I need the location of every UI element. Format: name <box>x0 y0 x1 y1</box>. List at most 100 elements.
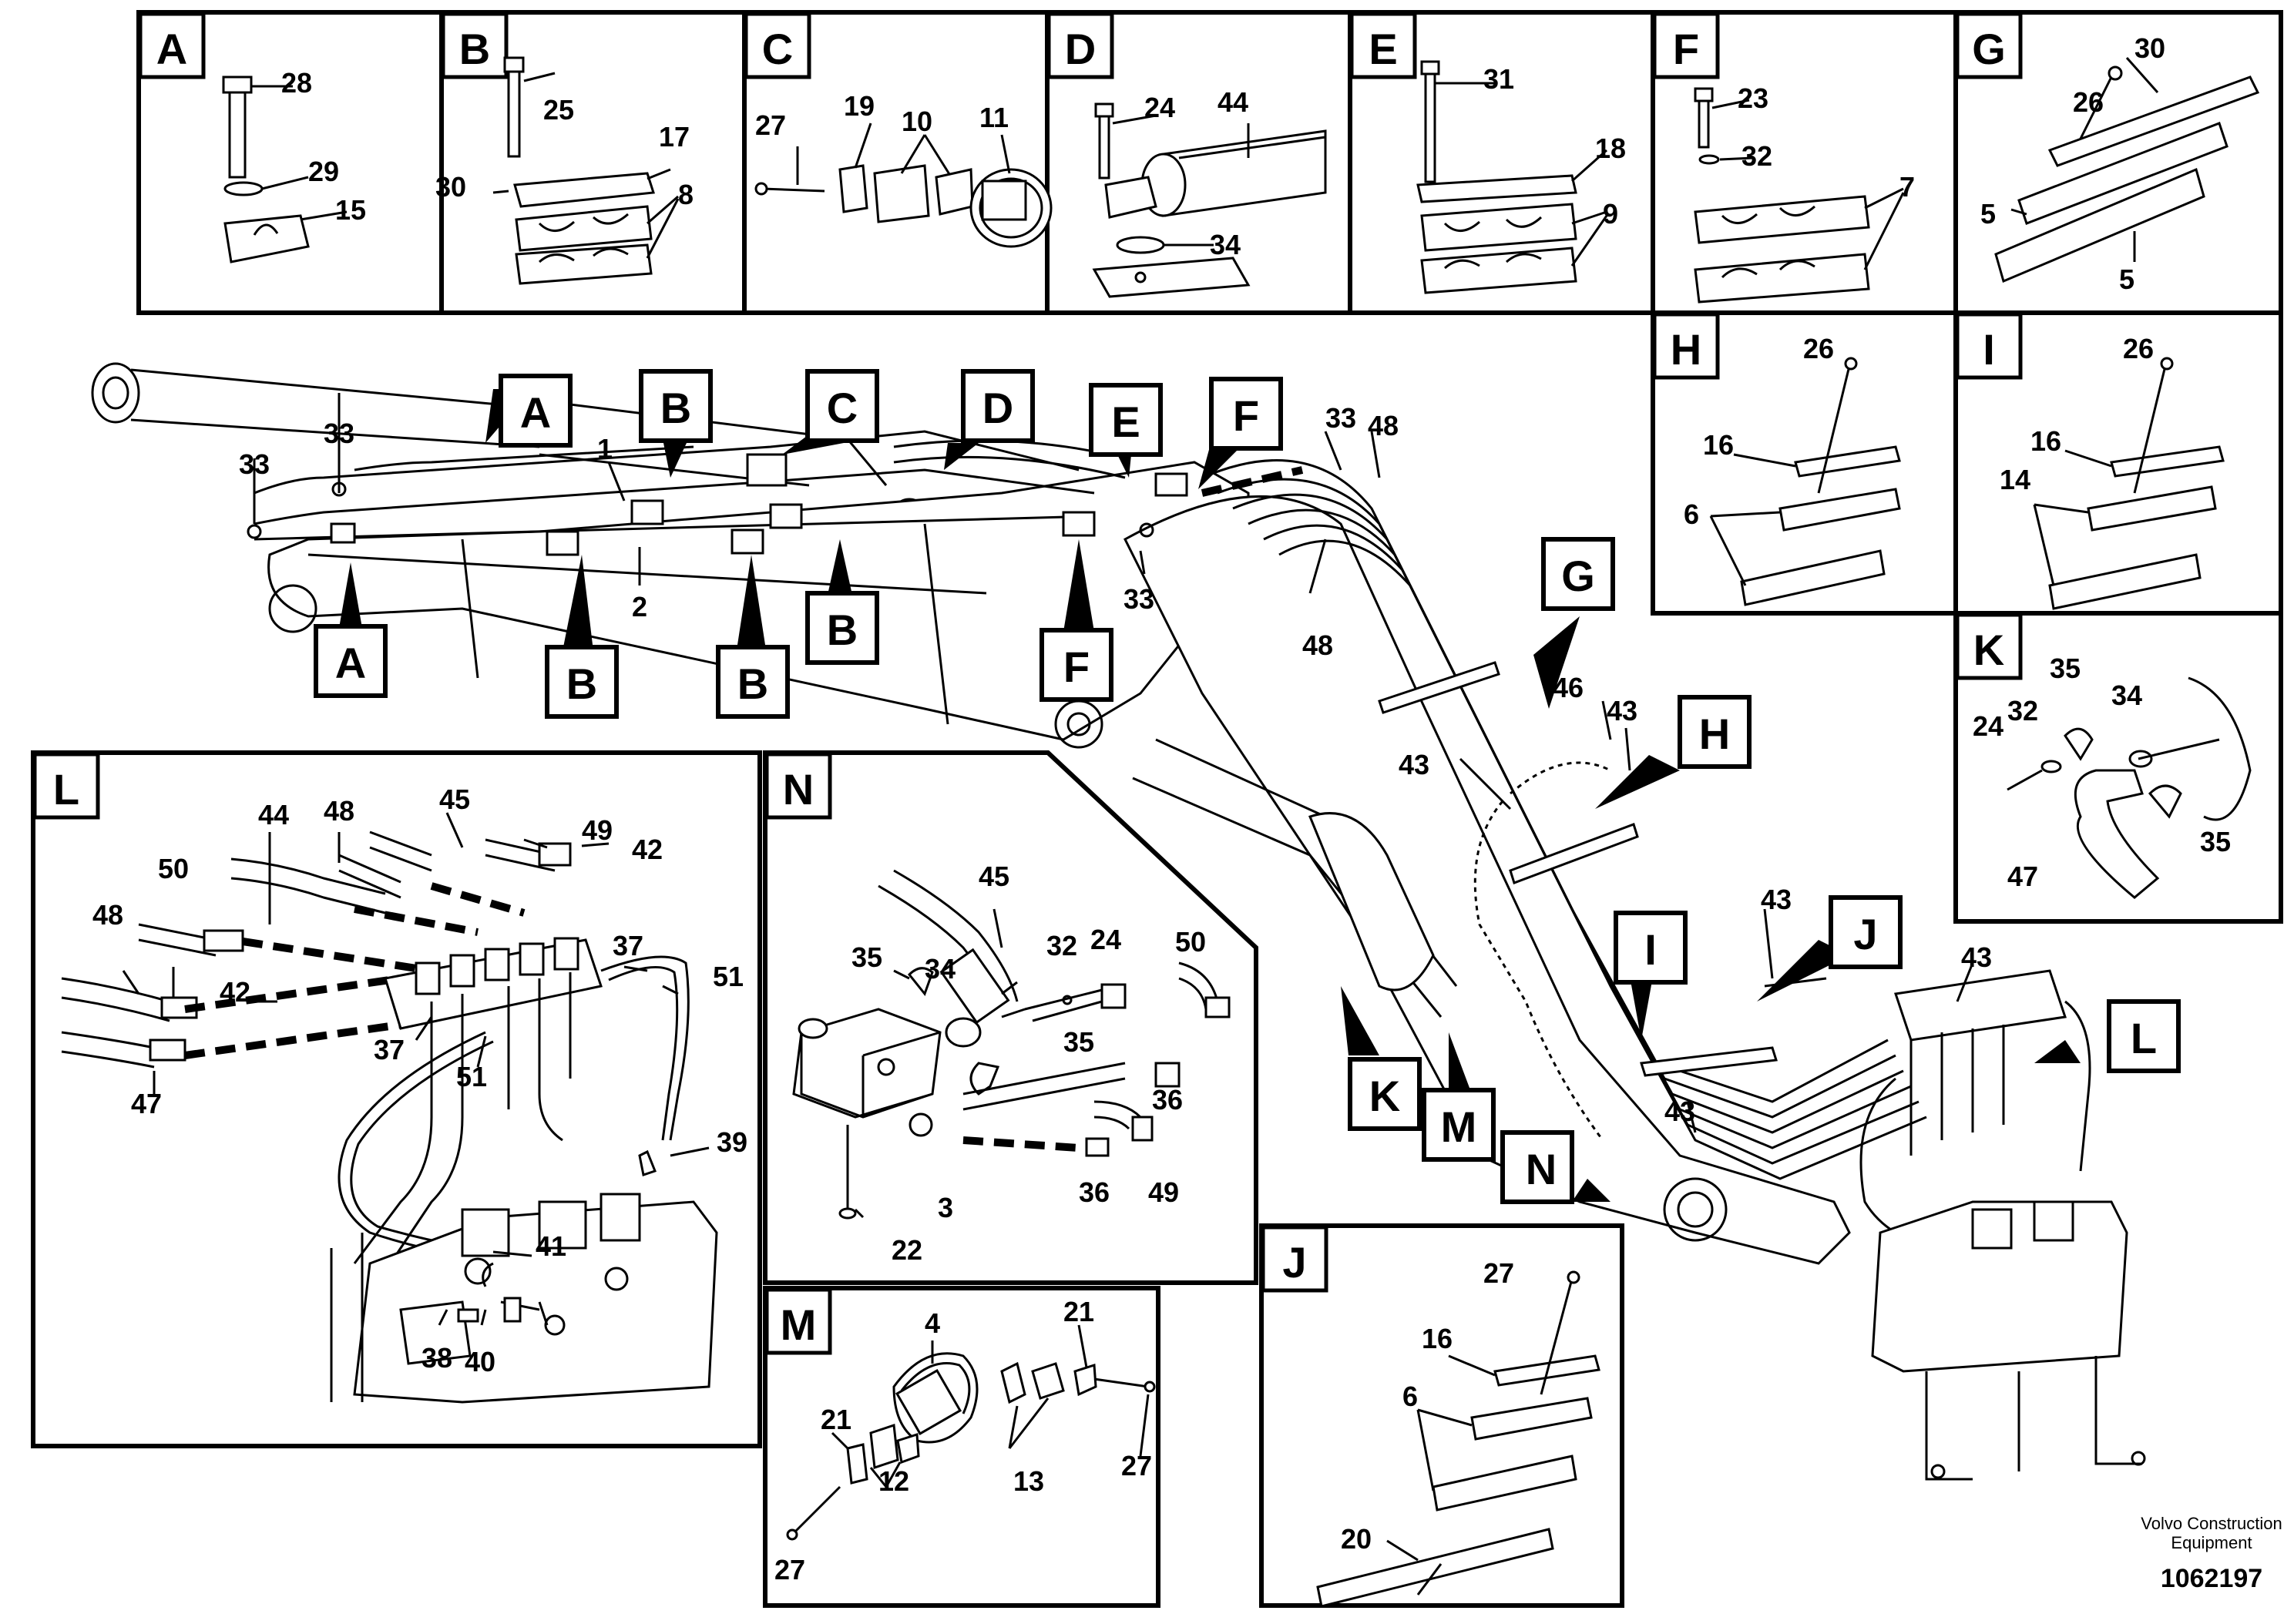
part-number-l51a: 51 <box>713 961 744 992</box>
detail-n-frame <box>763 750 1258 1285</box>
callout-n: N <box>1526 1145 1557 1193</box>
detail-b-drawing <box>492 56 680 285</box>
detail-letter-i: I <box>1983 325 1995 374</box>
callout-i: I <box>1644 925 1657 974</box>
callout-e: E <box>1111 398 1140 446</box>
part-number-l47: 47 <box>131 1088 162 1119</box>
part-number-k35b: 35 <box>2200 826 2231 857</box>
part-number-i16: 16 <box>2030 425 2061 457</box>
part-number-n36a: 36 <box>1152 1084 1183 1116</box>
part-number-k34: 34 <box>2111 679 2142 711</box>
part-number-m43c: 43 <box>1761 884 1792 915</box>
detail-h-drawing <box>1709 357 1901 606</box>
part-number-n32: 32 <box>1046 930 1077 961</box>
detail-row-frame <box>136 10 2283 315</box>
detail-letter-d: D <box>1065 25 1096 73</box>
part-number-l44: 44 <box>258 799 289 830</box>
detail-tab-h <box>1652 312 1720 380</box>
callout-f1: F <box>1233 391 1259 440</box>
callout-boxes <box>314 369 2181 1204</box>
brand-line-2: Equipment <box>2171 1533 2252 1552</box>
part-number-l48a: 48 <box>324 795 354 827</box>
callout-b3: B <box>737 659 768 708</box>
part-number-i26: 26 <box>2123 333 2154 364</box>
part-number-mm21b: 21 <box>821 1404 851 1435</box>
part-number-mm12: 12 <box>878 1465 909 1497</box>
detail-tab-b <box>441 12 509 79</box>
callout-b1: B <box>660 384 691 432</box>
detail-a-drawing <box>222 75 348 263</box>
part-number-b25: 25 <box>543 94 574 126</box>
detail-tab-g <box>1955 12 2023 79</box>
part-number-g5a: 5 <box>1980 198 1996 230</box>
part-number-n50: 50 <box>1175 926 1206 958</box>
detail-l-drawing <box>61 812 718 1404</box>
part-number-l48b: 48 <box>92 899 123 931</box>
part-number-c10: 10 <box>902 106 932 137</box>
detail-tab-i <box>1955 312 2023 380</box>
detail-g-drawing <box>1994 57 2260 284</box>
callout-f2: F <box>1063 643 1090 691</box>
part-number-m43a: 43 <box>1607 695 1637 726</box>
detail-letter-h: H <box>1671 325 1701 374</box>
part-number-l39: 39 <box>717 1126 747 1158</box>
detail-j-frame <box>1259 1223 1624 1608</box>
part-number-g30: 30 <box>2134 32 2165 64</box>
part-number-h6: 6 <box>1684 498 1699 530</box>
part-number-l42b: 42 <box>220 976 250 1008</box>
part-number-l50: 50 <box>158 853 189 884</box>
part-number-m43e: 43 <box>1961 941 1992 973</box>
detail-tab-j <box>1261 1225 1328 1293</box>
part-number-f32: 32 <box>1741 140 1772 172</box>
part-number-e9: 9 <box>1603 198 1618 230</box>
part-number-j16: 16 <box>1422 1323 1453 1354</box>
detail-m-drawing <box>786 1324 1156 1541</box>
part-number-e31: 31 <box>1483 63 1514 95</box>
part-number-l37b: 37 <box>374 1034 405 1065</box>
detail-letter-e: E <box>1369 25 1397 73</box>
part-number-n34: 34 <box>925 953 956 985</box>
part-number-k32: 32 <box>2007 695 2038 726</box>
part-number-a29: 29 <box>308 156 339 187</box>
detail-letter-g: G <box>1972 25 2006 73</box>
part-number-n45: 45 <box>979 861 1009 892</box>
part-number-m46: 46 <box>1553 672 1584 703</box>
part-number-b30: 30 <box>435 171 466 203</box>
part-number-l37a: 37 <box>613 930 643 961</box>
part-number-j27: 27 <box>1483 1257 1514 1289</box>
part-number-m33b: 33 <box>239 448 270 480</box>
part-number-a15: 15 <box>335 194 366 226</box>
detail-i-drawing <box>2033 357 2225 610</box>
part-number-c27: 27 <box>755 109 786 141</box>
detail-e-drawing <box>1416 60 1608 294</box>
part-number-n35b: 35 <box>1063 1026 1094 1058</box>
main-boom-drawing <box>91 362 2146 1481</box>
detail-letter-a: A <box>156 25 187 73</box>
part-number-m1: 1 <box>597 433 613 465</box>
part-number-m2: 2 <box>632 591 647 622</box>
part-number-n24: 24 <box>1090 924 1121 955</box>
callout-m: M <box>1441 1102 1477 1151</box>
part-number-m43d: 43 <box>1664 1096 1695 1127</box>
detail-letter-b: B <box>459 25 490 73</box>
part-number-i14: 14 <box>2000 464 2030 495</box>
callout-a1: A <box>520 388 551 437</box>
detail-tab-m <box>764 1287 832 1355</box>
part-number-f23: 23 <box>1738 82 1768 114</box>
detail-tab-k <box>1955 612 2023 680</box>
part-number-a28: 28 <box>281 67 312 99</box>
detail-tab-c <box>744 12 811 79</box>
part-number-mm21a: 21 <box>1063 1296 1094 1327</box>
callout-j: J <box>1853 910 1877 958</box>
part-number-d24: 24 <box>1144 92 1175 123</box>
part-number-mm4: 4 <box>925 1307 940 1339</box>
detail-letter-k: K <box>1973 626 2004 674</box>
detail-f-drawing <box>1694 87 1905 304</box>
part-number-h26: 26 <box>1803 333 1834 364</box>
part-number-l38: 38 <box>422 1342 452 1374</box>
part-number-l41: 41 <box>536 1230 566 1262</box>
part-number-b8: 8 <box>678 179 694 210</box>
detail-letter-n: N <box>783 765 814 814</box>
brand-line-1: Volvo Construction <box>2141 1514 2282 1533</box>
